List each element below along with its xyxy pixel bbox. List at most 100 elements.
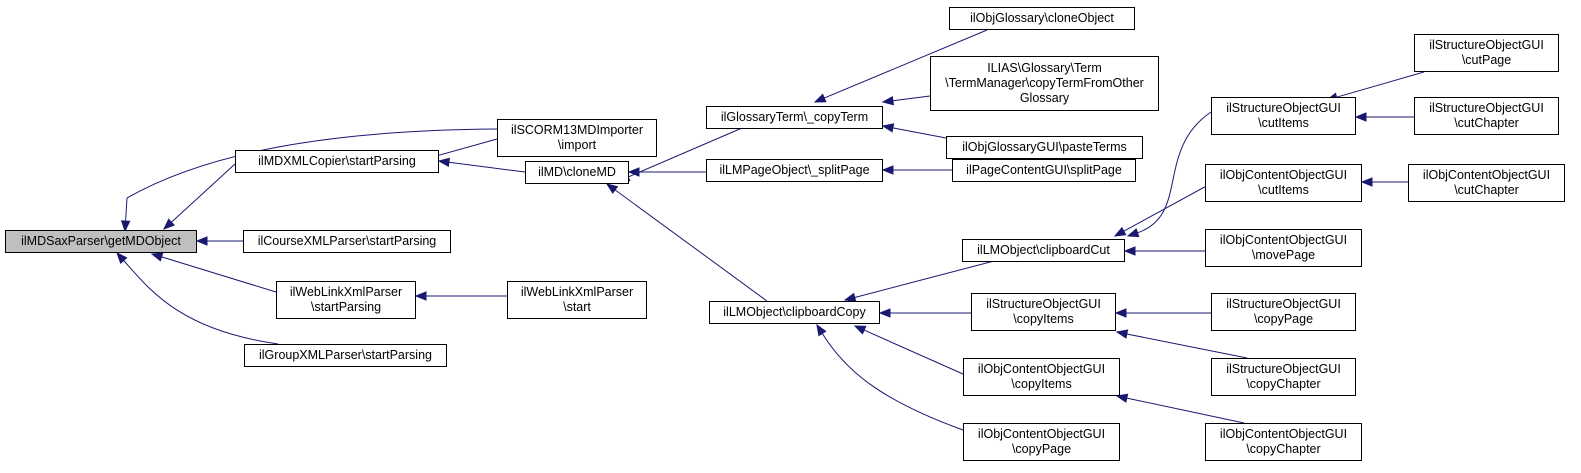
- edge-n10-to-n7: [605, 183, 768, 302]
- edge-n26-to-n19: [1354, 112, 1414, 122]
- graph-node[interactable]: ilObjContentObjectGUI\movePage: [1205, 229, 1362, 267]
- node-label-line: \cutItems: [1258, 116, 1309, 130]
- node-box: [706, 159, 883, 182]
- graph-node[interactable]: ILIAS\Glossary\Term\TermManager\copyTerm…: [930, 56, 1159, 111]
- graph-node[interactable]: ilMD\cloneMD: [525, 161, 629, 184]
- node-label-line: \cutPage: [1462, 53, 1511, 67]
- arrow-head: [1360, 177, 1373, 187]
- node-label-line: ilObjContentObjectGUI: [1220, 233, 1347, 247]
- node-box: [1211, 97, 1356, 135]
- arrow-head: [881, 96, 894, 106]
- edge-n16-to-n10: [878, 308, 971, 318]
- node-label-line: \copyPage: [1254, 312, 1313, 326]
- node-label-line: \cutItems: [1258, 183, 1309, 197]
- node-box: [244, 344, 447, 367]
- node-box: [497, 119, 657, 157]
- nodes-layer: ilMDSaxParser\getMDObjectilSCORM13MDImpo…: [5, 7, 1565, 461]
- node-label-line: \cutChapter: [1454, 183, 1519, 197]
- node-label-line: ilStructureObjectGUI: [1429, 38, 1544, 52]
- node-label-line: ilLMObject\clipboardCut: [977, 243, 1110, 257]
- graph-node[interactable]: ilStructureObjectGUI\cutChapter: [1414, 97, 1559, 135]
- edge-n13-to-n8: [881, 123, 947, 139]
- node-box: [1414, 97, 1559, 135]
- node-label-line: ilStructureObjectGUI: [1429, 101, 1544, 115]
- node-box: [243, 230, 451, 253]
- graph-node[interactable]: ilObjGlossary\cloneObject: [949, 7, 1135, 30]
- graph-node[interactable]: ilStructureObjectGUI\cutPage: [1414, 34, 1559, 72]
- edge-n15-to-n10: [843, 260, 995, 302]
- edge-n9-to-n7: [627, 167, 706, 177]
- node-box: [709, 301, 880, 324]
- graph-node[interactable]: ilCourseXMLParser\startParsing: [243, 230, 451, 253]
- node-label-line: ilSCORM13MDImporter: [511, 123, 643, 137]
- graph-node[interactable]: ilLMPageObject\_splitPage: [706, 159, 883, 182]
- arrow-head: [1115, 393, 1129, 403]
- graph-node[interactable]: ilWebLinkXmlParser\start: [507, 281, 647, 319]
- edge-n14-to-n9: [881, 165, 952, 175]
- edge-n11-to-n8: [813, 29, 988, 103]
- edge-n22-to-n16: [1114, 308, 1211, 318]
- arrow-head: [1114, 308, 1127, 318]
- node-label-line: ilObjContentObjectGUI: [978, 362, 1105, 376]
- graph-node[interactable]: ilWebLinkXmlParser\startParsing: [276, 281, 416, 319]
- node-label-line: \start: [563, 300, 591, 314]
- graph-node[interactable]: ilGroupXMLParser\startParsing: [244, 344, 447, 367]
- node-label-line: ilStructureObjectGUI: [986, 297, 1101, 311]
- graph-node[interactable]: ilPageContentGUI\splitPage: [952, 159, 1136, 182]
- node-label-line: \copyItems: [1013, 312, 1073, 326]
- arrow-head: [163, 218, 175, 230]
- arrow-head: [150, 252, 164, 262]
- graph-node[interactable]: ilGlossaryTerm\_copyTerm: [706, 106, 883, 129]
- edge-n1-to-n0: [120, 128, 498, 233]
- node-box: [1205, 229, 1362, 267]
- node-label-line: \copyItems: [1011, 377, 1071, 391]
- arrow-head: [878, 308, 891, 318]
- node-box: [1205, 423, 1362, 461]
- node-label-line: ilWebLinkXmlParser: [290, 285, 402, 299]
- node-label-line: ilStructureObjectGUI: [1226, 362, 1341, 376]
- edge-n17-to-n10: [853, 325, 964, 375]
- node-box: [946, 136, 1143, 159]
- node-box: [949, 7, 1135, 30]
- node-label-line: ilObjGlossary\cloneObject: [970, 11, 1114, 25]
- edge-n12-to-n8: [881, 95, 931, 106]
- graph-node[interactable]: ilObjContentObjectGUI\cutChapter: [1408, 164, 1565, 202]
- node-box: [962, 239, 1125, 262]
- arrow-head: [816, 323, 827, 337]
- graph-node[interactable]: ilStructureObjectGUI\copyItems: [971, 293, 1116, 331]
- graph-node[interactable]: ilLMObject\clipboardCopy: [709, 301, 880, 324]
- arrow-head: [120, 220, 131, 233]
- edge-n5-to-n0: [116, 251, 279, 345]
- graph-node[interactable]: ilObjContentObjectGUI\copyItems: [963, 358, 1120, 396]
- graph-node[interactable]: ilObjGlossaryGUI\pasteTerms: [946, 136, 1143, 159]
- arrow-head: [881, 123, 895, 133]
- node-box: [1205, 164, 1362, 202]
- node-box: [235, 150, 439, 173]
- arrow-head: [843, 292, 857, 302]
- graph-node[interactable]: ilLMObject\clipboardCut: [962, 239, 1125, 262]
- node-label-line: \import: [558, 138, 597, 152]
- arrow-head: [195, 236, 208, 246]
- node-box: [525, 161, 629, 184]
- graph-node[interactable]: ilStructureObjectGUI\copyChapter: [1211, 358, 1356, 396]
- graph-node[interactable]: ilObjContentObjectGUI\cutItems: [1205, 164, 1362, 202]
- node-label-line: ilMDXMLCopier\startParsing: [258, 154, 416, 168]
- node-label-line: ilGroupXMLParser\startParsing: [259, 348, 432, 362]
- arrow-head: [605, 183, 619, 194]
- node-label-line: ilObjContentObjectGUI: [1220, 427, 1347, 441]
- graph-node[interactable]: ilSCORM13MDImporter\import: [497, 119, 657, 157]
- node-label-line: Glossary: [1020, 91, 1070, 105]
- node-box: [1211, 293, 1356, 331]
- graph-node[interactable]: ilStructureObjectGUI\copyPage: [1211, 293, 1356, 331]
- graph-node[interactable]: ilObjContentObjectGUI\copyChapter: [1205, 423, 1362, 461]
- node-label-line: ilWebLinkXmlParser: [521, 285, 633, 299]
- edge-n18-to-n10: [816, 323, 964, 431]
- node-box: [963, 423, 1120, 461]
- graph-node[interactable]: ilObjContentObjectGUI\copyPage: [963, 423, 1120, 461]
- node-label-line: ilObjContentObjectGUI: [1220, 168, 1347, 182]
- node-box: [971, 293, 1116, 331]
- node-label-line: ilMD\cloneMD: [538, 165, 616, 179]
- graph-node[interactable]: ilStructureObjectGUI\cutItems: [1211, 97, 1356, 135]
- edge-n25-to-n19: [1325, 71, 1425, 102]
- graph-node[interactable]: ilMDXMLCopier\startParsing: [235, 150, 439, 173]
